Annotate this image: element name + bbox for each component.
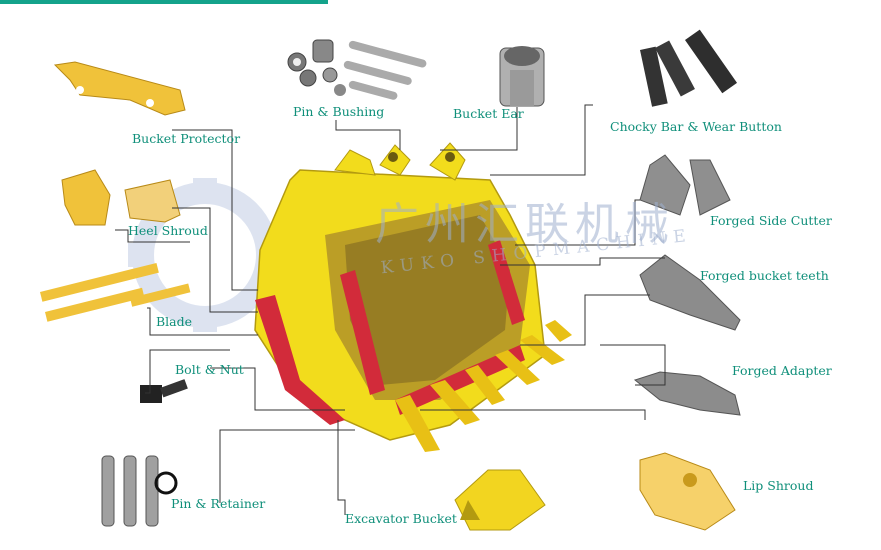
- watermark-chinese: 广州汇联机械: [375, 199, 675, 250]
- pin-bushing-part: [287, 39, 427, 100]
- label-bucket-protector: Bucket Protector: [132, 131, 241, 146]
- main-bucket: [254, 142, 572, 452]
- label-forged-side-cutter: Forged Side Cutter: [710, 213, 832, 228]
- label-pin-retainer: Pin & Retainer: [171, 496, 266, 511]
- bucket-protector-part: [53, 61, 186, 116]
- bolt-nut-part: [140, 379, 188, 403]
- forged-bucket-teeth-part: [639, 254, 741, 331]
- bucket-ear-part: [499, 46, 545, 107]
- leader-lines: [115, 104, 666, 515]
- forged-side-cutter-part: [639, 154, 731, 216]
- label-heel-shroud: Heel Shroud: [128, 223, 208, 238]
- label-pin-bushing: Pin & Bushing: [293, 104, 385, 119]
- pin-retainer-part: [101, 455, 178, 527]
- top-accent-bar: [0, 0, 328, 4]
- heel-shroud-part: [61, 169, 181, 226]
- label-forged-bucket-teeth: Forged bucket teeth: [700, 268, 829, 283]
- label-forged-adapter: Forged Adapter: [732, 363, 832, 378]
- chocky-bar-part: [640, 29, 738, 107]
- label-lip-shroud: Lip Shroud: [743, 478, 814, 493]
- label-chocky-bar: Chocky Bar & Wear Button: [610, 119, 782, 134]
- blade-part: [39, 262, 191, 322]
- excavator-bucket-part: [454, 469, 546, 531]
- label-bolt-nut: Bolt & Nut: [175, 362, 244, 377]
- lip-shroud-part: [639, 452, 736, 531]
- label-bucket-ear: Bucket Ear: [453, 106, 524, 121]
- label-blade: Blade: [156, 314, 193, 329]
- forged-adapter-part: [633, 371, 741, 416]
- label-excavator-bucket: Excavator Bucket: [345, 511, 457, 526]
